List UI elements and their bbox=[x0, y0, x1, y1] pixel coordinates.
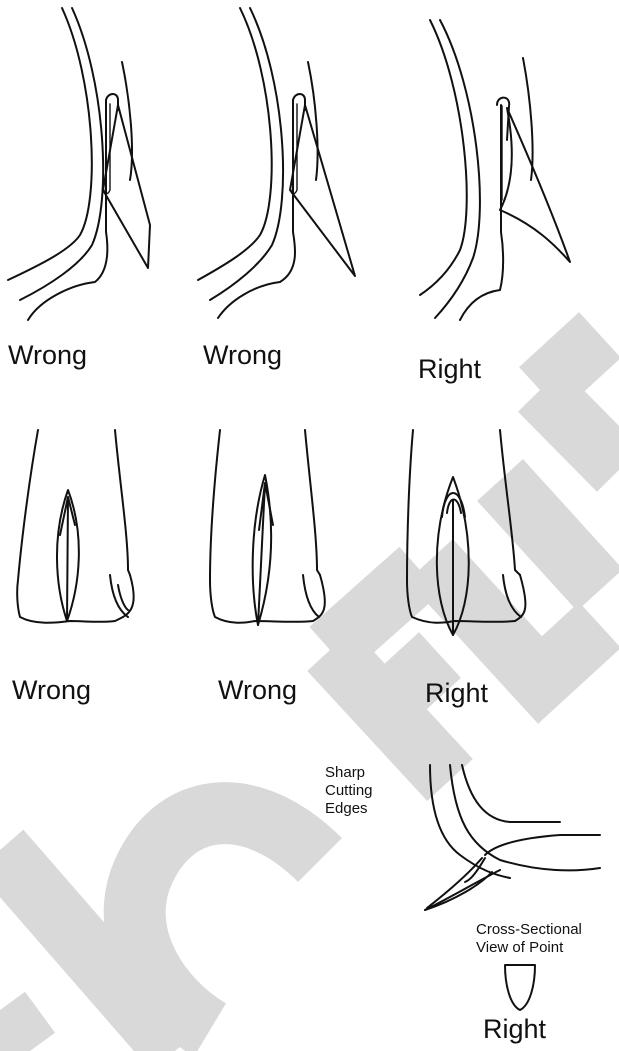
cross-sectional-view-label: Cross-Sectional View of Point bbox=[476, 921, 582, 957]
detail-verdict: Right bbox=[483, 1016, 546, 1043]
side-view-wrong-2 bbox=[190, 0, 380, 340]
sharp-cutting-edges-label: Sharp Cutting Edges bbox=[325, 764, 373, 818]
cross-section-detail bbox=[400, 760, 619, 930]
row2-label-2: Wrong bbox=[218, 677, 297, 704]
front-view-wrong-1 bbox=[0, 425, 170, 655]
row2-label-3: Right bbox=[425, 680, 488, 707]
side-view-wrong-1 bbox=[0, 0, 180, 340]
row1-label-3: Right bbox=[418, 356, 481, 383]
front-view-right bbox=[395, 425, 565, 655]
row2-label-1: Wrong bbox=[12, 677, 91, 704]
side-view-right bbox=[405, 0, 605, 340]
point-cross-section-shape bbox=[500, 960, 550, 1015]
row1-label-1: Wrong bbox=[8, 342, 87, 369]
row1-label-2: Wrong bbox=[203, 342, 282, 369]
front-view-wrong-2 bbox=[195, 425, 365, 655]
